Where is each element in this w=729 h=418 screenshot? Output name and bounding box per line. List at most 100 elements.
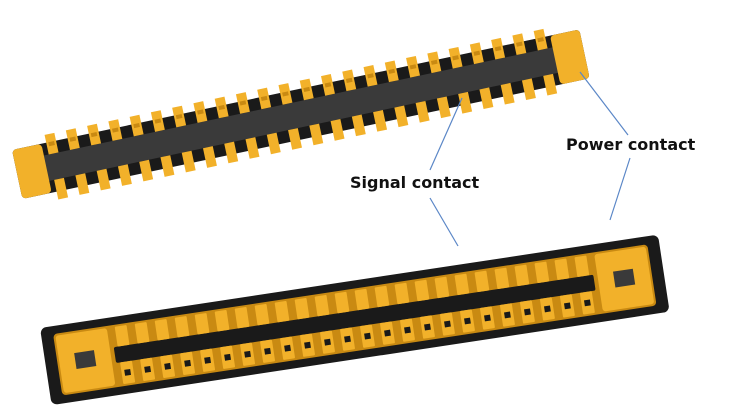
pin-hole xyxy=(364,332,371,340)
power-contact-hole xyxy=(613,268,636,288)
signal-pin xyxy=(139,159,154,182)
signal-pin xyxy=(374,285,390,308)
power-contact-hole xyxy=(74,350,97,369)
pin-hole xyxy=(324,338,331,346)
signal-pin xyxy=(254,304,270,326)
signal-pin xyxy=(245,137,260,159)
signal-pin xyxy=(314,294,330,317)
pin-hole xyxy=(384,329,391,337)
pin-shadow xyxy=(282,91,289,97)
signal-pin xyxy=(415,100,430,123)
pin-shadow xyxy=(48,141,55,147)
signal-pin xyxy=(521,78,536,101)
pin-hole xyxy=(404,326,411,334)
signal-pin xyxy=(181,150,196,173)
plug-connector xyxy=(12,28,589,200)
pin-hole xyxy=(504,311,511,319)
power-contact xyxy=(12,144,51,199)
signal-pin xyxy=(96,168,111,191)
leader-power-top xyxy=(579,71,629,136)
signal-pin xyxy=(454,273,470,296)
signal-pin xyxy=(294,297,310,320)
signal-pin xyxy=(160,155,175,177)
pin-hole xyxy=(344,335,351,343)
pin-shadow xyxy=(175,113,183,120)
signal-pin xyxy=(458,91,473,114)
pin-hole xyxy=(124,368,132,376)
pin-hole xyxy=(304,341,311,349)
pin-shadow xyxy=(367,73,374,79)
pin-hole xyxy=(544,305,551,313)
signal-pin xyxy=(202,146,217,168)
pin-hole xyxy=(144,365,152,373)
pin-hole xyxy=(524,308,531,316)
signal-pin xyxy=(534,261,550,283)
signal-pin xyxy=(75,173,90,195)
pin-hole xyxy=(284,344,291,352)
signal-pin xyxy=(373,110,388,132)
signal-pin xyxy=(234,307,250,329)
signal-pin xyxy=(154,319,170,341)
pin-hole xyxy=(484,314,491,322)
pin-shadow xyxy=(473,50,481,56)
pin-hole xyxy=(164,362,172,370)
signal-pin xyxy=(117,164,132,186)
signal-pin xyxy=(554,258,570,280)
pin-hole xyxy=(424,323,431,331)
receptacle-connector xyxy=(40,235,669,405)
pin-shadow xyxy=(133,122,140,129)
leader-lines xyxy=(429,71,631,247)
leader-signal-bottom xyxy=(429,197,459,247)
pin-shadow xyxy=(111,127,119,133)
signal-pin xyxy=(266,132,281,155)
pin-shadow xyxy=(388,68,396,74)
pin-hole xyxy=(563,302,571,310)
signal-pin xyxy=(500,82,515,105)
power-contact xyxy=(550,30,589,84)
leader-power-bottom xyxy=(609,157,631,221)
signal-pin xyxy=(394,282,410,305)
pin-hole xyxy=(444,320,451,328)
pin-hole xyxy=(204,356,211,364)
pin-shadow xyxy=(303,86,311,92)
signal-pin xyxy=(54,177,69,200)
pin-shadow xyxy=(239,100,247,106)
signal-pin xyxy=(214,310,230,332)
pin-shadow xyxy=(516,41,523,47)
signal-pin xyxy=(474,270,490,293)
signal-pin xyxy=(174,316,190,338)
signal-pin xyxy=(134,322,150,344)
signal-pin xyxy=(479,87,494,110)
pin-shadow xyxy=(345,77,353,83)
signal-pin xyxy=(351,114,366,137)
receptacle-center-slot xyxy=(113,274,596,363)
signal-pin xyxy=(494,267,510,290)
signal-pin xyxy=(514,264,530,286)
pin-shadow xyxy=(154,118,162,124)
pin-shadow xyxy=(260,95,268,102)
pin-shadow xyxy=(430,59,438,65)
pin-shadow xyxy=(452,55,459,61)
pin-shadow xyxy=(69,136,77,142)
pin-shadow xyxy=(409,64,417,70)
signal-pin xyxy=(114,325,130,347)
signal-contact-label: Signal contact xyxy=(350,173,480,192)
plug-center-slot xyxy=(42,47,560,181)
pin-hole xyxy=(464,317,471,325)
pin-shadow xyxy=(90,132,98,138)
signal-pin xyxy=(436,96,451,119)
pin-hole xyxy=(583,299,591,307)
signal-pin xyxy=(414,279,430,302)
pin-hole xyxy=(224,353,231,361)
signal-pin xyxy=(354,288,370,311)
signal-pin xyxy=(434,276,450,299)
signal-pin xyxy=(394,105,409,128)
pin-hole xyxy=(244,350,251,358)
signal-pin xyxy=(288,128,302,150)
pin-shadow xyxy=(218,104,226,111)
signal-pin xyxy=(574,255,590,277)
pin-shadow xyxy=(324,82,332,88)
pin-shadow xyxy=(494,46,502,52)
signal-pin xyxy=(274,300,290,323)
